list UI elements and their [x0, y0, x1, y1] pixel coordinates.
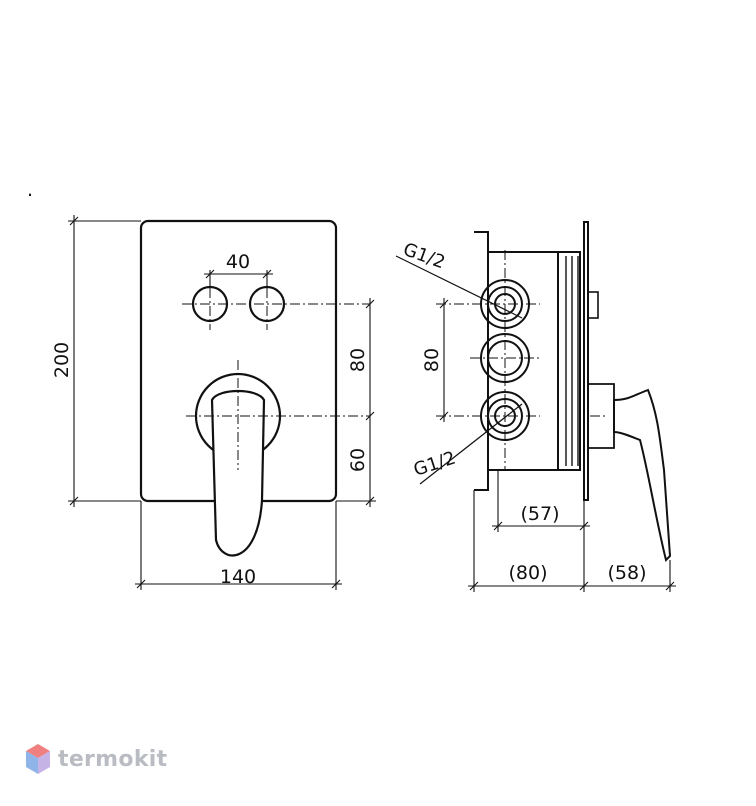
- dim-label-58: (58): [607, 562, 646, 584]
- thread-label-top: G1/2: [400, 239, 448, 273]
- side-lever: [613, 388, 672, 562]
- dim-40-lines: [204, 269, 273, 286]
- side-view: [395, 221, 676, 592]
- dim-label-60: 60: [347, 448, 369, 472]
- dim-label-80-side: 80: [421, 348, 443, 372]
- front-centerlines: [182, 270, 370, 470]
- watermark-logo: termokit: [24, 742, 167, 776]
- dim-80-side-lines: [439, 298, 449, 422]
- stray-mark: .: [27, 179, 33, 201]
- dim-140-lines: [135, 501, 342, 590]
- dim-label-57: (57): [520, 503, 559, 525]
- dim-200-lines: [68, 215, 141, 507]
- thread-label-bottom: G1/2: [411, 448, 458, 481]
- cube-logo-icon: [26, 744, 50, 774]
- lever-handle: [210, 390, 266, 557]
- handle-stem: [587, 383, 615, 449]
- housing-fins: [557, 256, 579, 466]
- front-view: [68, 215, 376, 590]
- dim-80-60-lines: [336, 298, 376, 507]
- dim-label-200: 200: [51, 342, 73, 378]
- side-centerlines: [436, 250, 606, 470]
- watermark-text: termokit: [58, 746, 168, 772]
- stud: [587, 291, 599, 319]
- dim-label-80-depth: (80): [508, 562, 547, 584]
- dim-depth-lines: [468, 470, 676, 592]
- body-outline: [474, 231, 559, 491]
- dim-label-40: 40: [226, 251, 250, 273]
- wall-plate: [583, 221, 589, 501]
- dim-label-80-front: 80: [347, 348, 369, 372]
- thread-leaders: [395, 255, 523, 485]
- dim-label-140: 140: [220, 566, 256, 588]
